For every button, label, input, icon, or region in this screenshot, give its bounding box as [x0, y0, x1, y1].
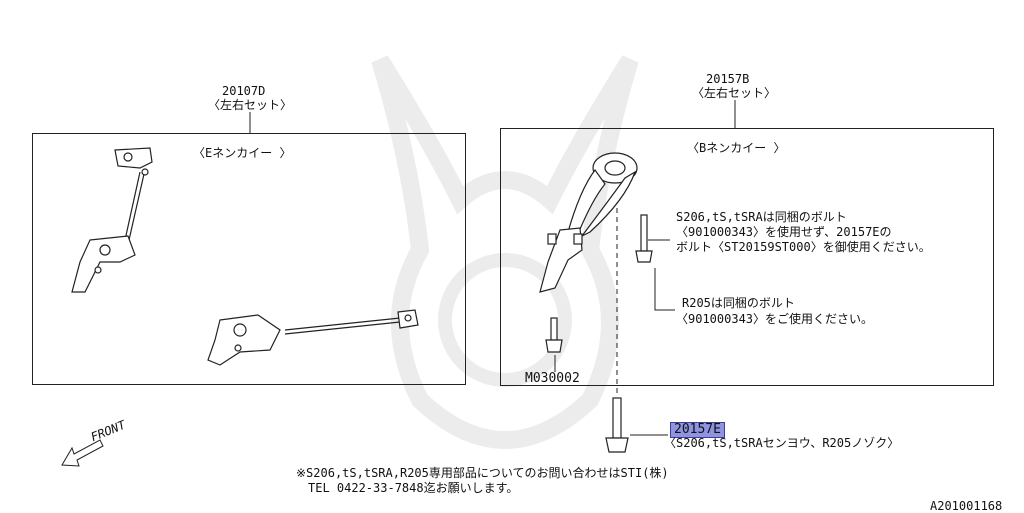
note1-line1: S206,tS,tSRAは同梱のボルト [676, 210, 847, 224]
left-set-label: 〈左右セット〉 [208, 98, 293, 112]
note1-line2: 〈901000343〉を使用せず、20157Eの [676, 225, 892, 239]
note2-line2: 〈901000343〉をご使用ください。 [676, 312, 874, 326]
left-part-number[interactable]: 20107D [222, 84, 266, 98]
right-part-number[interactable]: 20157B [706, 72, 750, 86]
bolt-20157e [605, 397, 629, 453]
left-part-box: 〈Eネンカイー 〉 [32, 133, 466, 385]
height-sensor-link-horizontal [207, 309, 419, 366]
diagram-id: A201001168 [930, 499, 1003, 513]
bolt-part-number[interactable]: 20157E [670, 422, 725, 438]
sensor-arm [539, 152, 638, 293]
footer-inquiry: ※S206,tS,tSRA,R205専用部品についてのお問い合わせはSTI(株) [296, 466, 669, 480]
bolt-small [545, 214, 653, 353]
note2-line1: R205は同梱のボルト [682, 296, 795, 310]
left-variant-label: 〈Eネンカイー 〉 [193, 146, 292, 160]
bolt-note: 〈S206,tS,tSRAセンヨウ、R205ノゾク〉 [664, 436, 900, 450]
height-sensor-link-upright [71, 147, 153, 293]
footer-phone: TEL 0422-33-7848迄お願いします。 [308, 481, 519, 495]
right-set-label: 〈左右セット〉 [692, 86, 777, 100]
watermark-emblem [371, 55, 639, 449]
right-variant-label: 〈Bネンカイー 〉 [687, 141, 786, 155]
front-arrow [61, 439, 104, 467]
note1-line3: ボルト〈ST20159ST000〉を御使用ください。 [676, 240, 931, 254]
right-part-box: 〈Bネンカイー 〉 M030002 [500, 128, 994, 386]
right-ref-code: M030002 [525, 371, 580, 386]
